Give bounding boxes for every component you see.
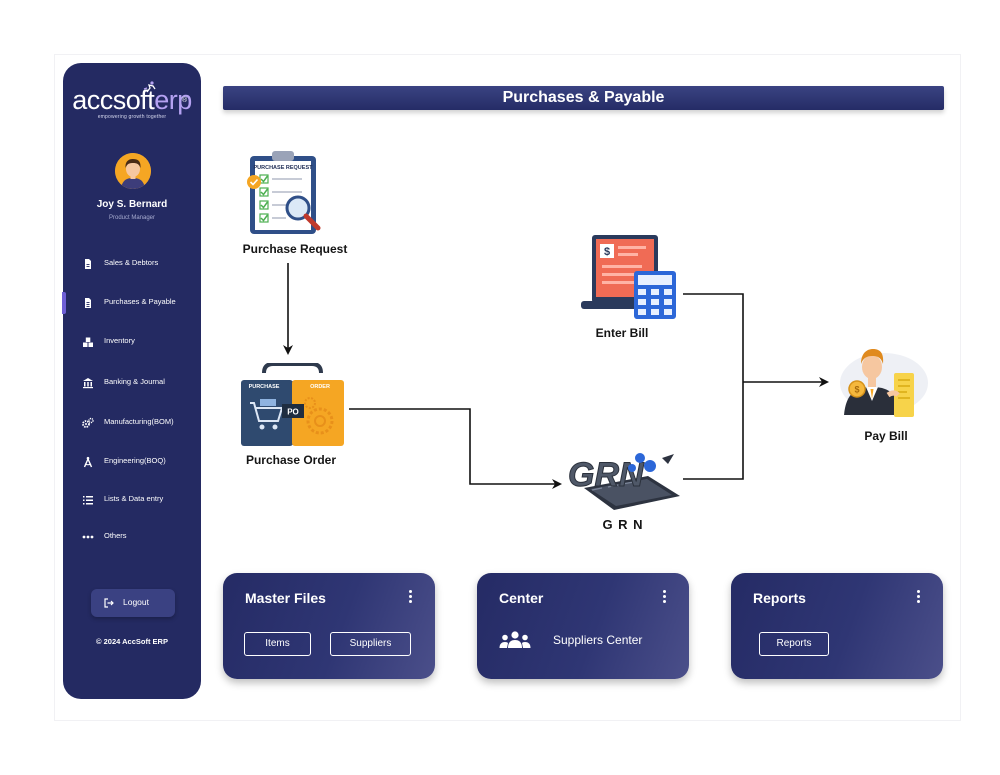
purchase-order-icon: PURCHASE ORDER PO — [241, 362, 344, 446]
sidebar-item-lists-data-entry[interactable]: Lists & Data entry — [63, 489, 201, 511]
user-avatar-icon — [115, 153, 151, 189]
users-group-icon — [499, 631, 531, 648]
gears-icon — [82, 417, 94, 428]
sidebar-item-label: Inventory — [104, 336, 135, 345]
flow-node-purchase-order[interactable]: PURCHASE ORDER PO — [240, 362, 345, 447]
sidebar: accsofterp ® empowering growth together … — [62, 63, 201, 699]
sidebar-item-label: Sales & Debtors — [104, 258, 159, 267]
copyright-text: © 2024 AccSoft ERP — [96, 637, 168, 646]
doc-title: PURCHASE REQUEST — [254, 165, 314, 171]
brand-logo[interactable]: accsofterp ® empowering growth together — [63, 81, 201, 120]
suppliers-button[interactable]: Suppliers — [330, 632, 411, 656]
clipboard-checklist-icon: PURCHASE REQUEST — [247, 151, 321, 234]
card-master-files: Master Files Items Suppliers — [223, 573, 435, 679]
flow-label-purchase-order: Purchase Order — [245, 453, 337, 467]
sidebar-item-label: Others — [104, 531, 127, 540]
sidebar-item-inventory[interactable]: Inventory — [63, 331, 201, 353]
registered-mark: ® — [182, 97, 188, 104]
bill-calculator-icon: $ — [581, 235, 676, 319]
reports-button[interactable]: Reports — [759, 632, 829, 656]
flow-node-grn[interactable]: GRN — [562, 436, 684, 512]
logo-tagline: empowering growth together — [97, 114, 167, 120]
card-reports: Reports Reports — [731, 573, 943, 679]
bank-icon — [83, 378, 93, 389]
card-center: Center Suppliers Center — [477, 573, 689, 679]
sidebar-item-engineering[interactable]: Engineering(BOQ) — [63, 451, 201, 473]
flow-node-enter-bill[interactable]: $ — [580, 234, 678, 320]
po-badge: PO — [287, 408, 299, 417]
user-role: Product Manager — [108, 215, 156, 221]
svg-text:$: $ — [604, 246, 610, 258]
sidebar-item-label: Lists & Data entry — [104, 494, 164, 503]
flow-node-pay-bill[interactable]: $ — [832, 333, 930, 419]
sidebar-item-manufacturing[interactable]: Manufacturing(BOM) — [63, 412, 201, 434]
document-icon — [85, 298, 91, 308]
businessman-pay-icon: $ — [840, 349, 928, 417]
sidebar-item-label: Engineering(BOQ) — [104, 456, 166, 465]
logout-button[interactable]: Logout — [91, 589, 175, 617]
sidebar-item-banking-journal[interactable]: Banking & Journal — [63, 372, 201, 394]
runner-icon — [143, 81, 156, 93]
boxes-icon — [83, 337, 93, 347]
items-button[interactable]: Items — [244, 632, 311, 656]
page-header: Purchases & Payable — [223, 86, 944, 110]
grn-art-text: GRN — [568, 456, 645, 494]
compass-icon — [83, 456, 93, 468]
kebab-menu-icon[interactable] — [663, 590, 667, 604]
logout-label: Logout — [123, 597, 149, 607]
flow-label-pay-bill: Pay Bill — [864, 429, 908, 443]
kebab-menu-icon[interactable] — [409, 590, 413, 604]
card-title-reports: Reports — [753, 590, 806, 606]
suppliers-center-label: Suppliers Center — [553, 633, 643, 647]
avatar[interactable] — [115, 153, 151, 189]
flow-label-grn: G R N — [602, 517, 644, 532]
svg-text:$: $ — [854, 385, 859, 395]
po-tag-right: ORDER — [310, 384, 330, 390]
user-name: Joy S. Bernard — [96, 199, 168, 210]
card-title-master-files: Master Files — [245, 590, 326, 606]
sidebar-item-purchases-payable[interactable]: Purchases & Payable — [62, 292, 201, 314]
logo-wordmark: accsofterp — [72, 85, 192, 115]
grn-3d-icon: GRN — [568, 453, 680, 510]
sidebar-item-others[interactable]: Others — [63, 526, 201, 548]
document-icon — [85, 259, 91, 269]
card-title-center: Center — [499, 590, 544, 606]
sidebar-item-label: Purchases & Payable — [104, 297, 176, 306]
dots-icon — [82, 535, 94, 539]
logout-icon — [104, 598, 114, 608]
list-icon — [83, 496, 93, 505]
flow-label-enter-bill: Enter Bill — [595, 326, 649, 340]
sidebar-item-label: Manufacturing(BOM) — [104, 417, 174, 426]
flow-label-purchase-request: Purchase Request — [242, 242, 348, 256]
kebab-menu-icon[interactable] — [917, 590, 921, 604]
po-tag-left: PURCHASE — [249, 384, 280, 390]
suppliers-center-link[interactable]: Suppliers Center — [499, 629, 679, 651]
flow-node-purchase-request[interactable]: PURCHASE REQUEST — [244, 148, 334, 238]
sidebar-item-sales-debtors[interactable]: Sales & Debtors — [63, 253, 201, 275]
page-title: Purchases & Payable — [502, 89, 665, 106]
sidebar-item-label: Banking & Journal — [104, 377, 165, 386]
